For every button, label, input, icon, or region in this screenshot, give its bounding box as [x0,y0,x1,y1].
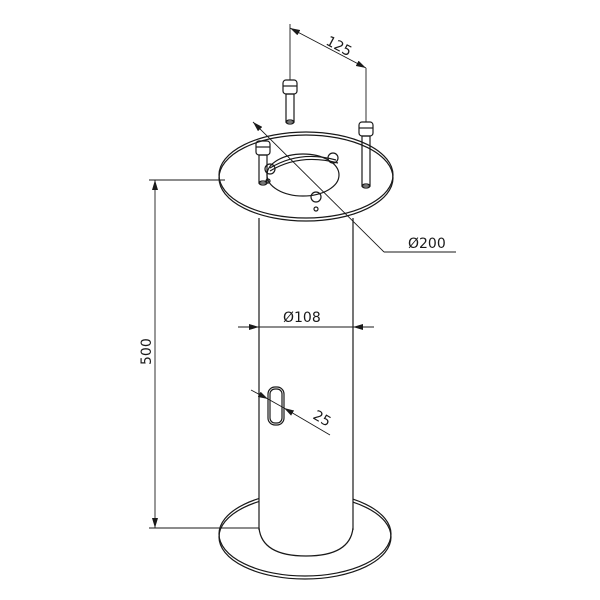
cable-slot-inner [269,388,283,424]
tube [258,200,354,557]
dimension-108-label: Ø108 [283,310,321,326]
dimension-200-label: Ø200 [408,236,446,252]
dimension-slot-width: 25 [250,389,333,436]
dimension-bolt-spacing: 125 [289,24,367,122]
dimension-tube-diameter: Ø108 [238,310,374,330]
bolt-right [358,121,374,189]
bolt-back [282,79,298,125]
cable-slot [267,386,285,426]
dimension-flange-diameter: Ø200 [252,121,456,253]
bolt-left [255,140,271,186]
dimension-25-label: 25 [310,408,333,431]
dimension-height: 500 [139,179,259,529]
dimension-500-label: 500 [139,338,155,365]
dimension-125-label: 125 [323,33,354,60]
